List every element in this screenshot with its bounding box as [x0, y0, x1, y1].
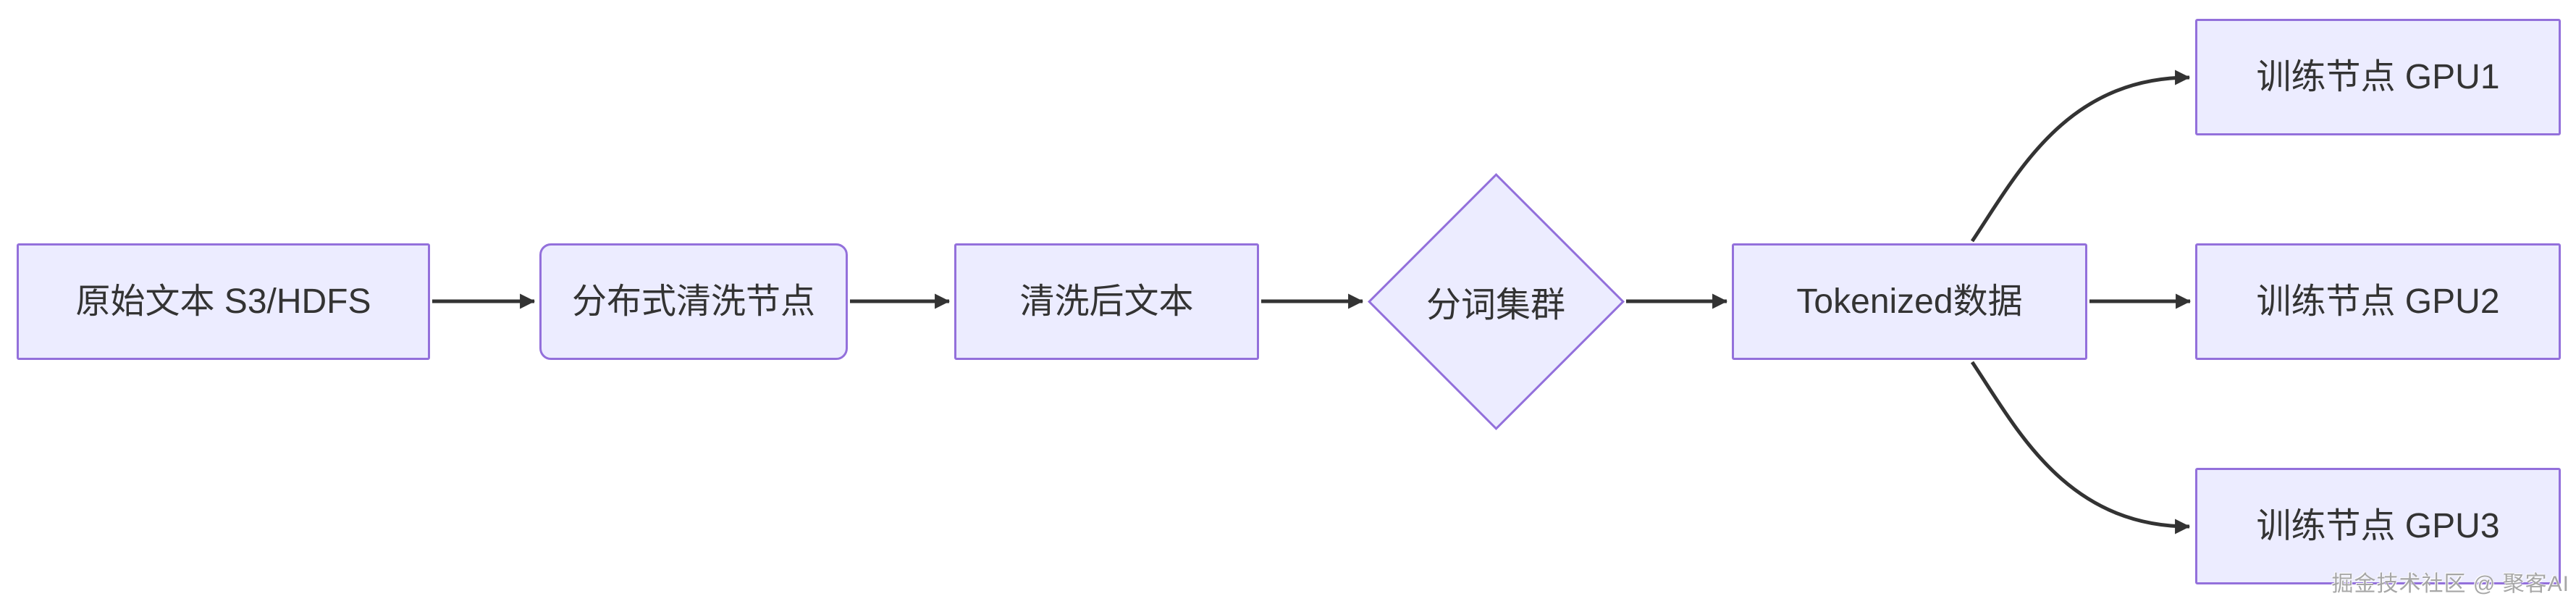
node-distributed-cleaning-label: 分布式清洗节点 — [571, 282, 815, 321]
node-train-gpu2-label: 训练节点 GPU2 — [2256, 282, 2500, 321]
node-distributed-cleaning: 分布式清洗节点 — [539, 243, 848, 360]
node-cleaned-text: 清洗后文本 — [954, 243, 1259, 360]
node-train-gpu2: 训练节点 GPU2 — [2195, 243, 2561, 360]
node-raw-text-s3-hdfs: 原始文本 S3/HDFS — [17, 243, 430, 360]
node-train-gpu1: 训练节点 GPU1 — [2195, 19, 2561, 135]
edge-tokenized-to-gpu1 — [1970, 70, 2191, 243]
node-tokenized-data-label: Tokenized数据 — [1796, 282, 2023, 321]
watermark: 掘金技术社区 @ 聚客AI — [2331, 572, 2569, 596]
node-train-gpu3-label: 训练节点 GPU3 — [2256, 506, 2500, 545]
edge-tokenized-to-gpu3 — [1970, 361, 2191, 534]
node-train-gpu1-label: 训练节点 GPU1 — [2256, 57, 2500, 96]
node-train-gpu3: 训练节点 GPU3 — [2195, 468, 2561, 584]
node-tokenize-cluster-label: 分词集群 — [1426, 286, 1566, 324]
node-raw-text-s3-hdfs-label: 原始文本 S3/HDFS — [75, 282, 371, 321]
node-tokenized-data: Tokenized数据 — [1732, 243, 2087, 360]
node-cleaned-text-label: 清洗后文本 — [1019, 282, 1194, 321]
